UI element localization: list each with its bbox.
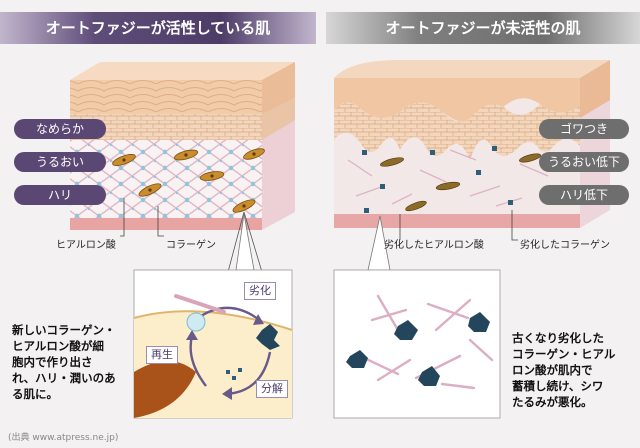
right-description: 古くなり劣化した コラーゲン・ヒアル ロン酸が肌内で 蓄積し続け、シワ たるみが… [512,331,616,409]
right-skin-top [334,60,610,78]
label-degraded-collagen: 劣化したコラーゲン [520,240,610,251]
left-description: 新しいコラーゲン・ ヒアルロン酸が細 胞内で作り出さ れ、ハリ・潤いのあ る肌に… [12,323,116,401]
left-pill-smooth: なめらか [14,119,106,139]
source-credit: (出典 www.atpress.ne.jp) [8,433,119,443]
label-collagen: コラーゲン [166,240,216,251]
label-hyaluronic: ヒアルロン酸 [56,240,116,251]
tag-decomposition: 分解 [256,380,288,398]
right-wrinkles [334,78,580,123]
right-pill-moisture-loss: うるおい低下 [539,152,629,172]
right-pill-firmness-loss: ハリ低下 [539,185,629,205]
tag-degradation: 劣化 [244,282,276,300]
header-inactive-skin: オートファジーが未活性の肌 [326,12,640,44]
left-dermis-base [70,218,262,230]
left-epidermis-top [70,80,262,114]
left-skin-top [70,62,295,80]
right-pill-rough: ゴワつき [539,119,629,139]
right-detail-box [333,269,501,419]
vesicle [186,312,206,332]
left-pill-moisture: うるおい [14,152,106,172]
cell-nucleus [134,361,196,418]
header-active-skin: オートファジーが活性している肌 [0,12,316,44]
tag-regeneration: 再生 [146,346,178,364]
label-degraded-hyaluronic: 劣化したヒアルロン酸 [384,240,484,251]
left-pill-firmness: ハリ [14,185,106,205]
